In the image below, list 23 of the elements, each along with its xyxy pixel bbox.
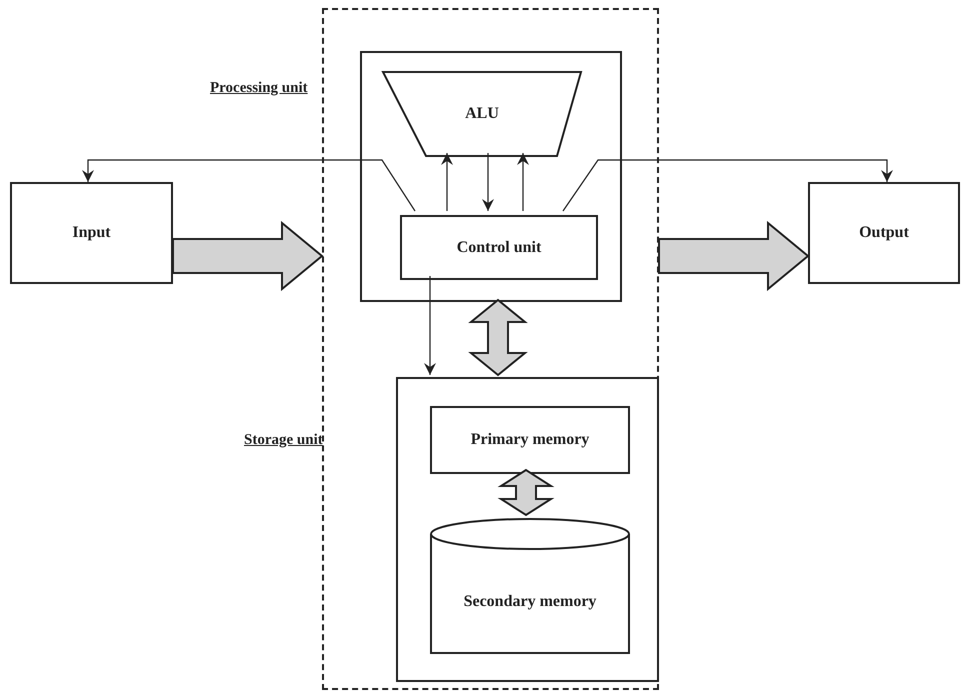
node-label: Primary memory (470, 430, 590, 450)
process-box (430, 406, 630, 474)
node-label: Input (72, 223, 111, 243)
block-arrow (658, 220, 810, 292)
arrow (424, 276, 436, 375)
arrow (441, 153, 453, 211)
block-arrow (468, 298, 528, 376)
process-box (808, 182, 960, 284)
node-label: Secondary memory (464, 592, 596, 612)
node-label: Output (859, 223, 909, 243)
arrow (517, 153, 529, 211)
node-label: Control unit (456, 238, 542, 258)
process-box (10, 182, 173, 284)
unit-heading: Storage unit (244, 432, 323, 449)
arrow (82, 159, 416, 212)
arrow (562, 159, 893, 212)
block-arrow (172, 220, 324, 292)
block-arrow (498, 468, 554, 516)
unit-heading: Processing unit (210, 80, 308, 97)
process-box (400, 215, 598, 280)
arrow (482, 153, 494, 211)
node-label: ALU (465, 104, 499, 124)
storage-cylinder (430, 519, 630, 654)
